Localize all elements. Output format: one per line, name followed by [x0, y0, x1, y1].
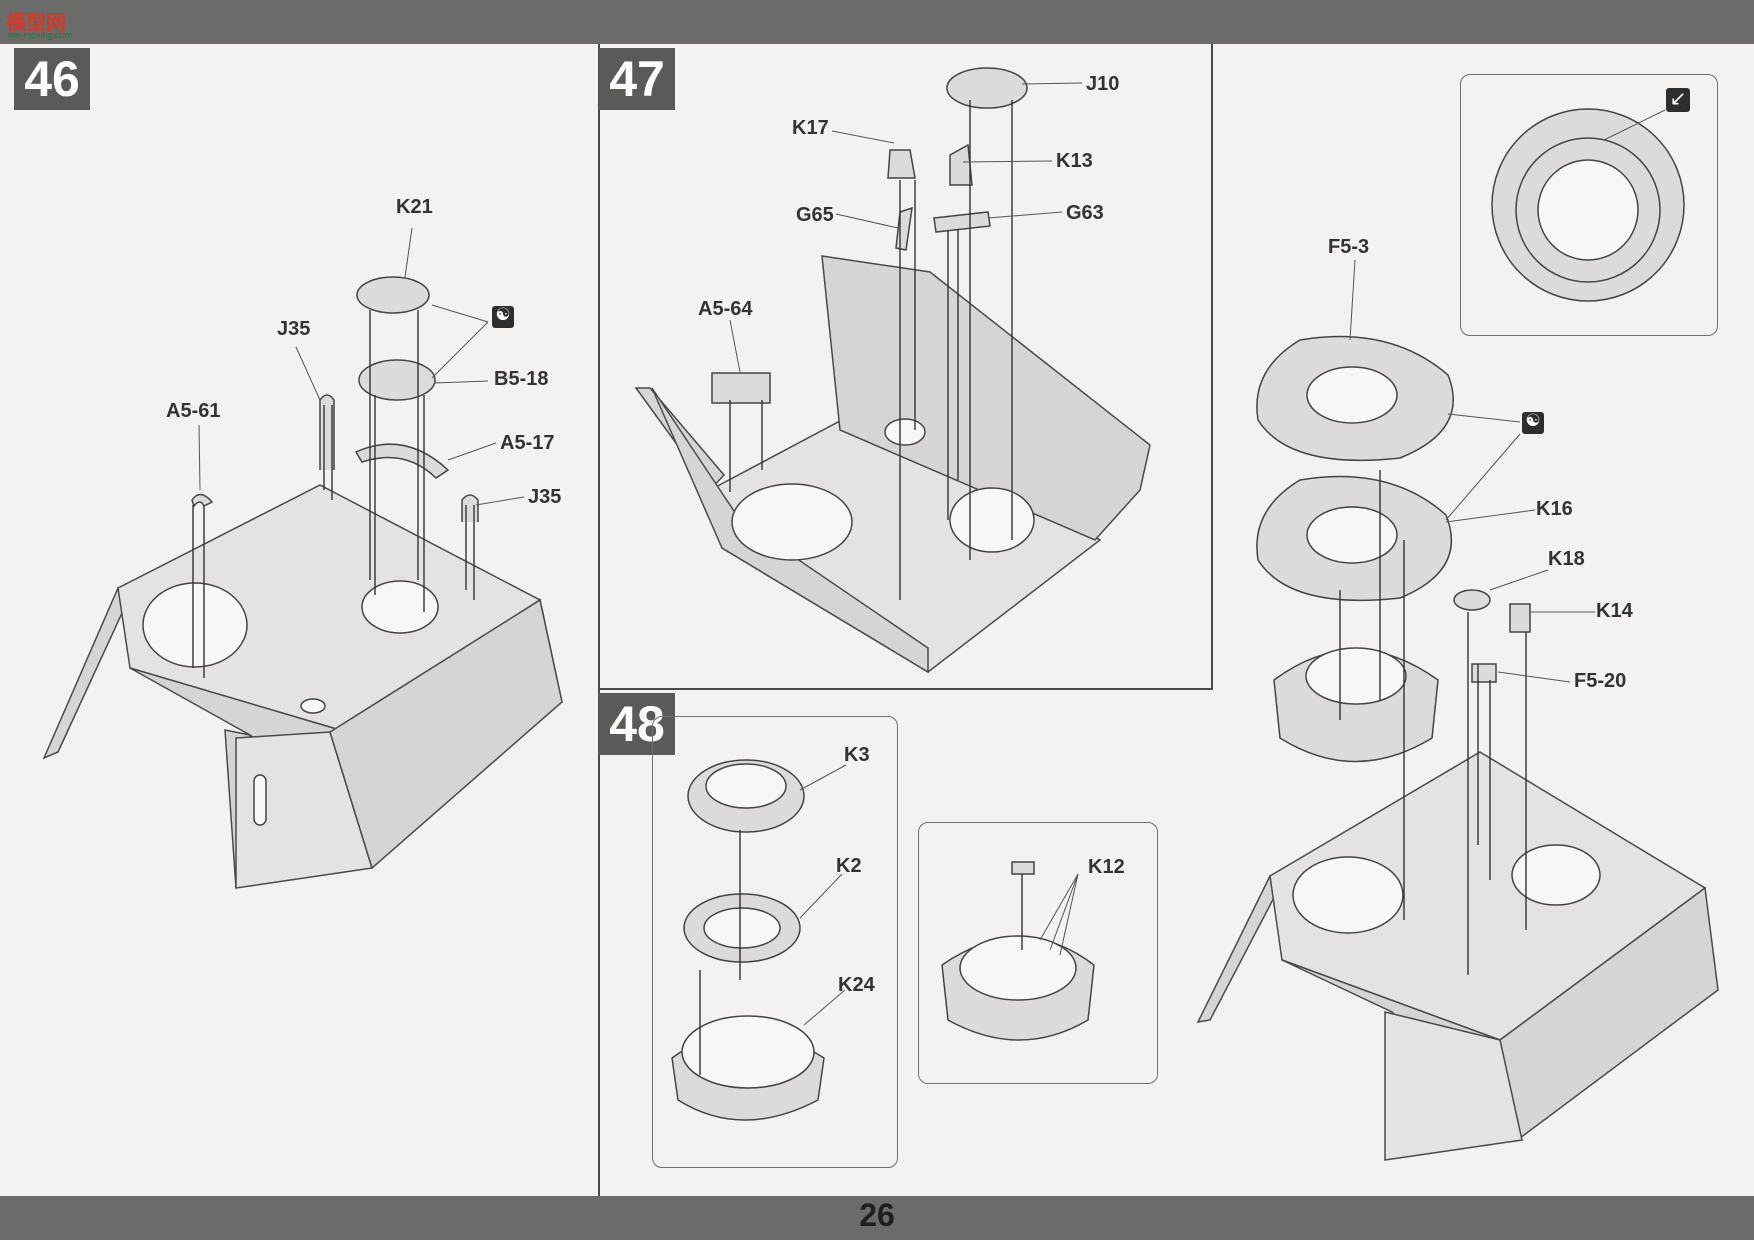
part-b5-18-drawing [358, 359, 436, 401]
label-j35-right: J35 [528, 486, 562, 508]
part-j35-right-drawing [461, 494, 479, 522]
part-a5-17-drawing [354, 443, 450, 479]
label-a5-61: A5-61 [166, 400, 221, 422]
alternate-arrow-icon [1666, 86, 1690, 112]
label-f5-3: F5-3 [1328, 236, 1370, 258]
part-j10-drawing [946, 67, 1028, 109]
panel-divider-step47-bottom [598, 688, 1213, 690]
label-k13: K13 [1056, 150, 1093, 172]
panel-divider-step47-right [1211, 44, 1213, 688]
top-bar [0, 0, 1754, 44]
label-g63: G63 [1066, 202, 1104, 224]
label-f5-20: F5-20 [1574, 670, 1627, 692]
label-a5-64: A5-64 [698, 298, 753, 320]
label-k3: K3 [844, 744, 870, 766]
page-number: 26 [859, 1197, 895, 1233]
part-k17-drawing [887, 149, 916, 179]
panel-divider-left [598, 44, 600, 1196]
label-b5-18: B5-18 [494, 368, 549, 390]
part-k21-drawing [356, 276, 430, 314]
site-logo: 模型网 [6, 12, 66, 34]
part-a5-61-drawing [191, 493, 214, 508]
right-panel-drawing [1196, 108, 1719, 1161]
bottom-bar [0, 1196, 1754, 1240]
step-48-subassembly-box [652, 716, 898, 1168]
label-k16: K16 [1536, 498, 1573, 520]
part-a5-64-drawing [711, 372, 771, 404]
part-k13-drawing [949, 143, 973, 186]
label-k24: K24 [838, 974, 875, 996]
label-a5-17: A5-17 [500, 432, 555, 454]
label-k12: K12 [1088, 856, 1125, 878]
step-48-drawing [671, 759, 1095, 1121]
part-g63-drawing [933, 211, 991, 233]
right-panel-detail-box [1460, 74, 1718, 336]
site-logo-subtitle: me-moxing.com [8, 30, 73, 40]
paint-yin-yang-icon [1522, 411, 1544, 434]
step-48-detail-box [918, 822, 1158, 1084]
step-46-badge: 46 [14, 48, 90, 110]
label-j35-left: J35 [277, 318, 311, 340]
label-k2: K2 [836, 855, 862, 877]
paint-yin-yang-icon [492, 305, 514, 328]
label-k21: K21 [396, 196, 433, 218]
label-j10: J10 [1086, 73, 1120, 95]
step-47-badge: 47 [599, 48, 675, 110]
step-46-hull-drawing [42, 484, 563, 889]
label-k17: K17 [792, 117, 829, 139]
step-47-hull-drawing [634, 255, 1151, 674]
part-g65-drawing [895, 206, 913, 251]
label-g65: G65 [796, 204, 834, 226]
label-k18: K18 [1548, 548, 1585, 570]
label-k14: K14 [1596, 600, 1633, 622]
